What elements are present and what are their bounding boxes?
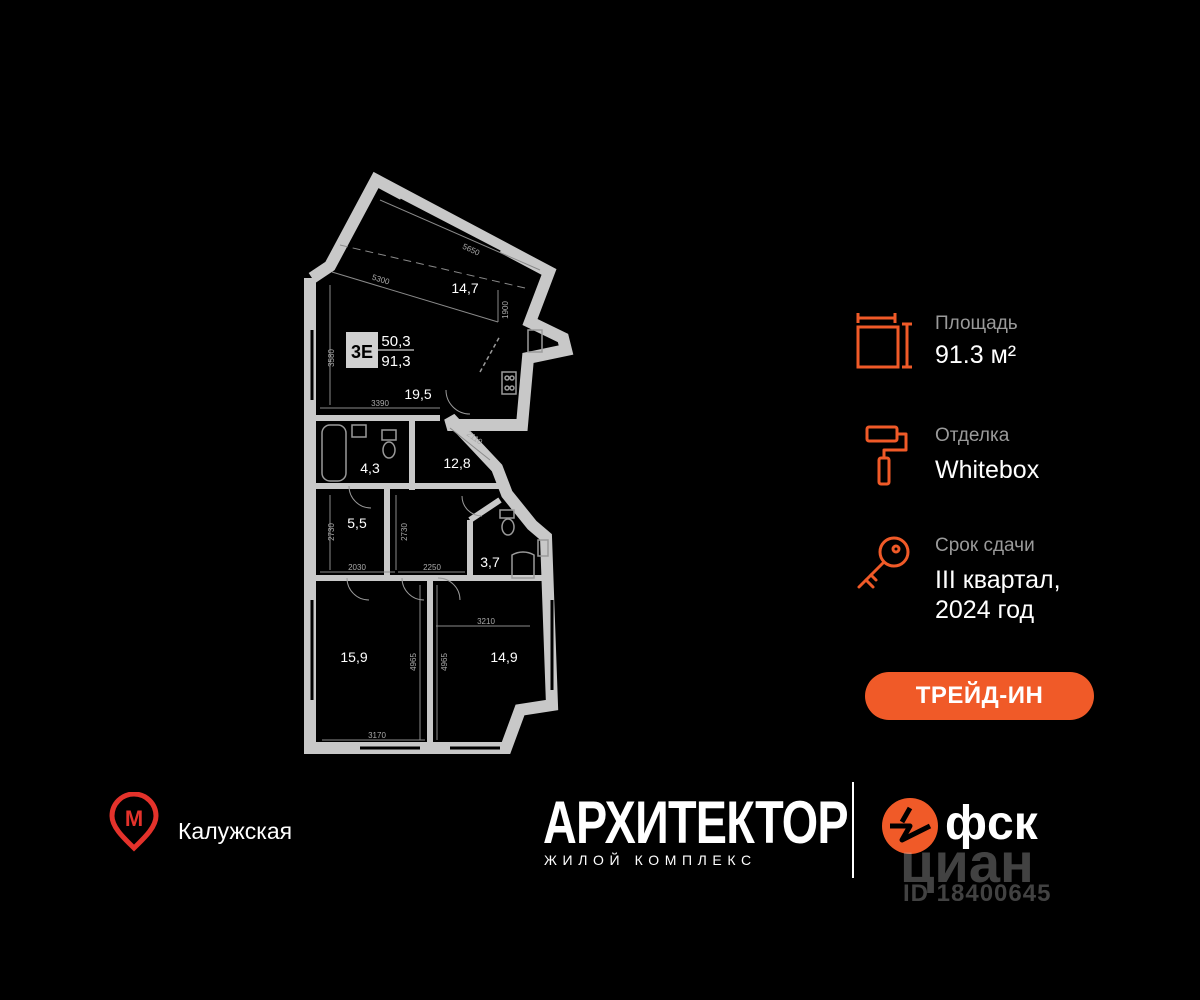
- plan-walls: [304, 171, 574, 754]
- area-value: 91.3 м²: [935, 341, 1017, 369]
- paint-roller-icon: [865, 425, 908, 486]
- plan-interior-walls: [312, 415, 552, 748]
- developer-name: фск: [945, 797, 1038, 850]
- dimension-label: 3580: [327, 349, 336, 367]
- key-icon: [857, 536, 910, 589]
- dimension-label: 1900: [501, 301, 510, 319]
- finish-value: Whitebox: [935, 456, 1040, 484]
- room-area-label: 3,7: [480, 554, 500, 570]
- apartment-type-code: 3E: [351, 342, 373, 362]
- trade-in-button[interactable]: ТРЕЙД-ИН: [865, 672, 1094, 720]
- metro-pin-icon: М: [109, 792, 159, 852]
- dimension-label: 3210: [477, 617, 495, 626]
- finish-label: Отделка: [935, 425, 1010, 446]
- room-area-label: 4,3: [360, 460, 380, 476]
- fsk-logo-icon: [882, 798, 938, 854]
- deadline-line1: III квартал,: [935, 566, 1061, 594]
- room-area-label: 14,7: [451, 280, 478, 296]
- apartment-total-area: 91,3: [381, 353, 410, 370]
- brand-name: АРХИТЕКТОР: [543, 789, 849, 856]
- brand-subtitle: ЖИЛОЙ КОМПЛЕКС: [544, 852, 757, 868]
- dimension-label: 4965: [440, 653, 449, 671]
- dimension-label: 2730: [327, 523, 336, 541]
- dimension-label: 3390: [371, 399, 389, 408]
- watermark-text: циан: [900, 831, 1034, 894]
- plan-dimension-lines: [320, 199, 541, 741]
- dimension-label: 2030: [348, 563, 366, 572]
- room-area-label: 19,5: [404, 386, 431, 402]
- plan-fixtures: [321, 329, 549, 579]
- brand-divider: [852, 782, 854, 878]
- dimension-label: 2730: [400, 523, 409, 541]
- deadline-line2: 2024 год: [935, 596, 1035, 624]
- dimension-label: 3170: [368, 731, 386, 740]
- dimension-label: 4965: [409, 653, 418, 671]
- room-area-label: 12,8: [443, 455, 470, 471]
- metro-letter: М: [125, 806, 143, 831]
- deadline-label: Срок сдачи: [935, 535, 1035, 556]
- area-label: Площадь: [935, 313, 1018, 334]
- apartment-living-area: 50,3: [381, 333, 410, 350]
- dimension-label: 5650: [461, 242, 481, 258]
- room-area-label: 14,9: [490, 649, 517, 665]
- dimension-label: 2250: [423, 563, 441, 572]
- watermark-id: ID 18400645: [903, 880, 1052, 907]
- room-area-label: 15,9: [340, 649, 367, 665]
- plan-windows: [310, 198, 554, 750]
- metro-station: Калужская: [178, 818, 293, 844]
- apartment-type-badge-bg: [346, 332, 378, 368]
- room-area-label: 5,5: [347, 515, 367, 531]
- area-icon: [856, 313, 912, 369]
- plan-doors: [346, 389, 483, 601]
